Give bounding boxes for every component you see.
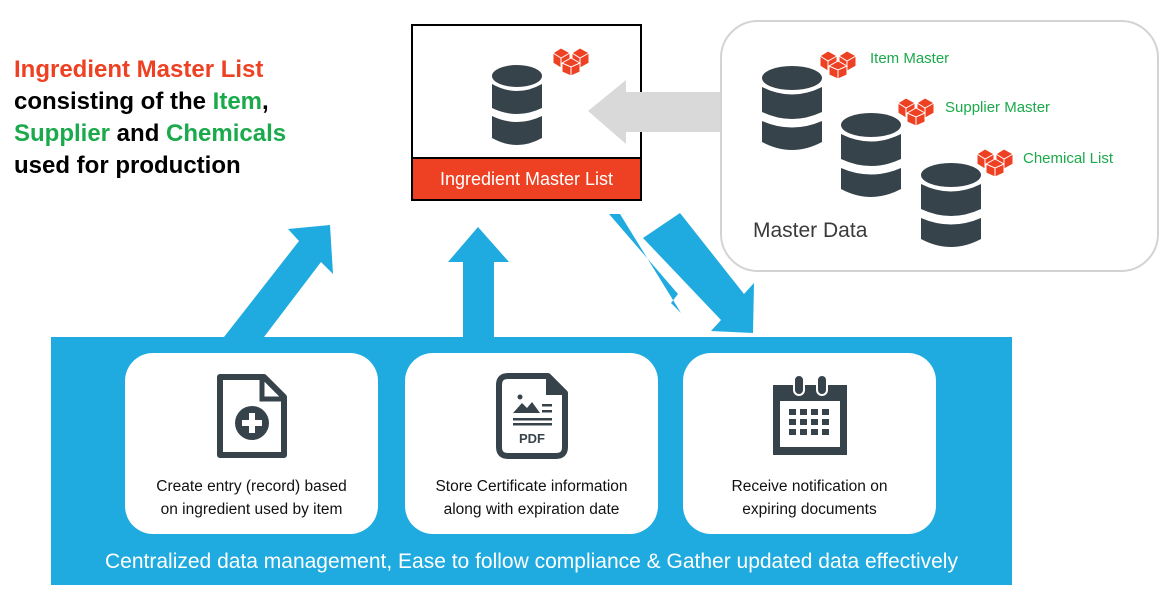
headline-chemicals: Chemicals <box>166 120 287 147</box>
ingredient-master-label: Ingredient Master List <box>413 157 640 199</box>
feature-line: expiring documents <box>742 501 877 518</box>
feature-line: Store Certificate information <box>435 478 628 495</box>
cubes-icon <box>819 50 857 79</box>
database-icon <box>841 113 901 197</box>
headline-supplier: Supplier <box>14 120 111 147</box>
cubes-icon <box>552 47 590 76</box>
headline-text: used for production <box>14 152 241 179</box>
feature-line: Receive notification on <box>731 478 888 495</box>
master-data-title: Master Data <box>753 219 868 242</box>
arrow-down-right-icon <box>609 214 681 313</box>
features-panel: Create entry (record) based on ingredien… <box>51 337 1012 585</box>
chemical-list-label: Chemical List <box>1023 150 1114 167</box>
arrow-down-right-icon <box>643 213 754 333</box>
feature-card-notification: Receive notification on expiring documen… <box>683 353 936 534</box>
feature-text: Receive notification on expiring documen… <box>683 475 936 521</box>
item-master-label: Item Master <box>870 50 950 67</box>
file-add-icon <box>216 374 287 458</box>
headline-title: Ingredient Master List <box>14 56 264 83</box>
headline: Ingredient Master List consisting of the… <box>14 54 286 182</box>
cubes-icon <box>897 97 935 126</box>
headline-text: consisting of the <box>14 88 213 115</box>
pdf-file-icon: PDF <box>495 373 568 459</box>
headline-text: , <box>262 88 269 115</box>
headline-item: Item <box>212 88 263 115</box>
database-icon <box>492 65 542 145</box>
feature-line: on ingredient used by item <box>160 501 343 518</box>
feature-card-create-entry: Create entry (record) based on ingredien… <box>125 353 378 534</box>
calendar-icon <box>772 374 847 455</box>
database-icon <box>921 163 981 247</box>
cubes-icon <box>976 148 1014 177</box>
feature-text: Create entry (record) based on ingredien… <box>125 475 378 521</box>
arrow-up-right-icon <box>224 225 333 337</box>
headline-text: and <box>110 120 167 147</box>
supplier-master-label: Supplier Master <box>945 99 1051 116</box>
feature-text: Store Certificate information along with… <box>405 475 658 521</box>
database-icon <box>762 66 822 150</box>
feature-line: along with expiration date <box>443 501 620 518</box>
panel-caption: Centralized data management, Ease to fol… <box>105 550 958 573</box>
feature-line: Create entry (record) based <box>156 478 347 495</box>
ingredient-master-box: Ingredient Master List <box>411 24 642 201</box>
arrow-up-icon <box>448 227 509 337</box>
pdf-label: PDF <box>519 431 545 446</box>
feature-card-store-certificate: PDF Store Certificate information along … <box>405 353 658 534</box>
